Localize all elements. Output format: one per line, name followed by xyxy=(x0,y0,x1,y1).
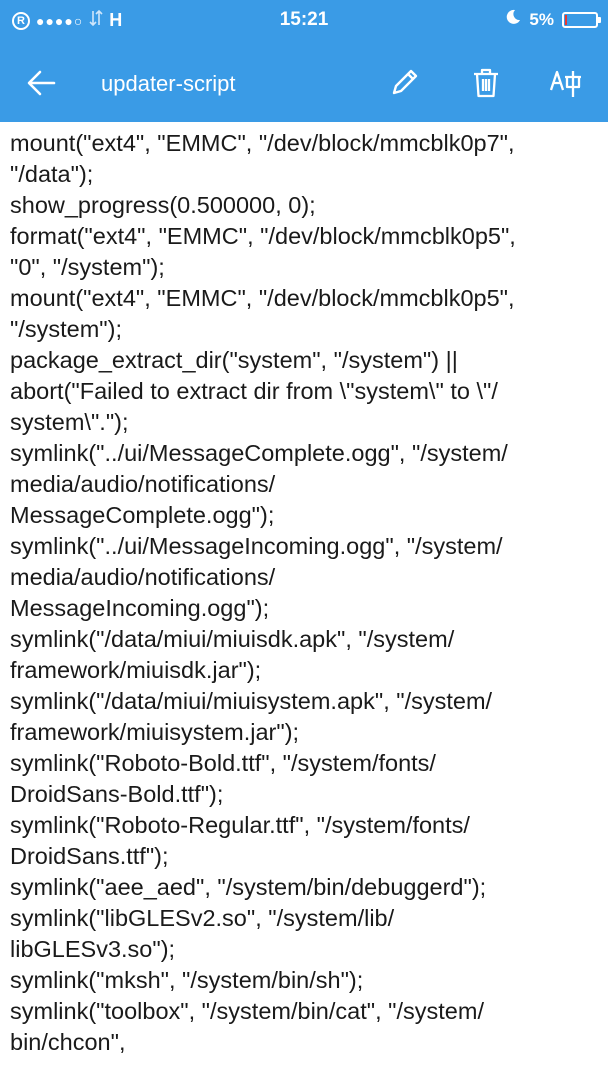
toolbar: updater-script xyxy=(0,44,608,122)
delete-button[interactable] xyxy=(464,61,508,105)
translate-button[interactable] xyxy=(544,61,588,105)
script-line: symlink("../ui/MessageComplete.ogg", "/s… xyxy=(10,440,508,466)
file-title: updater-script xyxy=(101,71,236,96)
battery-icon xyxy=(562,11,601,28)
script-line: symlink("toolbox", "/system/bin/cat", "/… xyxy=(10,998,484,1024)
script-line: symlink("../ui/MessageIncoming.ogg", "/s… xyxy=(10,533,503,559)
script-line: DroidSans.ttf"); xyxy=(10,843,169,869)
data-arrows-icon xyxy=(89,9,103,32)
clock: 15:21 xyxy=(279,9,329,30)
script-line: symlink("/data/miui/miuisdk.apk", "/syst… xyxy=(10,626,455,652)
script-line: show_progress(0.500000, 0); xyxy=(10,192,316,218)
script-line: mount("ext4", "EMMC", "/dev/block/mmcblk… xyxy=(10,285,515,311)
script-line: media/audio/notifications/ xyxy=(10,564,276,590)
script-line: DroidSans-Bold.ttf"); xyxy=(10,781,224,807)
script-line: media/audio/notifications/ xyxy=(10,471,276,497)
script-line: MessageComplete.ogg"); xyxy=(10,502,275,528)
moon-icon xyxy=(505,9,521,30)
script-line: system\"."); xyxy=(10,409,129,435)
script-content[interactable]: mount("ext4", "EMMC", "/dev/block/mmcblk… xyxy=(0,122,608,1080)
script-line: symlink("mksh", "/system/bin/sh"); xyxy=(10,967,364,993)
script-line: symlink("aee_aed", "/system/bin/debugger… xyxy=(10,874,487,900)
battery-percent: 5% xyxy=(529,9,554,29)
script-line: symlink("Roboto-Regular.ttf", "/system/f… xyxy=(10,812,470,838)
script-line: bin/chcon", xyxy=(10,1029,126,1055)
edit-button[interactable] xyxy=(382,61,426,105)
trash-icon xyxy=(474,68,498,98)
script-line: symlink("Roboto-Bold.ttf", "/system/font… xyxy=(10,750,436,776)
script-line: mount("ext4", "EMMC", "/dev/block/mmcblk… xyxy=(10,130,515,156)
arrow-left-icon xyxy=(27,70,56,96)
script-line: framework/miuisystem.jar"); xyxy=(10,719,300,745)
status-right: 5% xyxy=(505,9,601,30)
pencil-icon xyxy=(392,69,418,95)
status-left: R ●●●●○ H xyxy=(12,9,122,32)
registered-icon: R xyxy=(12,11,30,30)
translate-icon xyxy=(549,70,581,97)
script-line: abort("Failed to extract dir from \"syst… xyxy=(10,378,498,404)
network-type: H xyxy=(109,10,123,30)
script-line: "/data"); xyxy=(10,161,94,187)
script-line: package_extract_dir("system", "/system")… xyxy=(10,347,458,373)
script-line: symlink("libGLESv2.so", "/system/lib/ xyxy=(10,905,395,931)
script-line: MessageIncoming.ogg"); xyxy=(10,595,270,621)
script-line: "/system"); xyxy=(10,316,122,342)
script-line: framework/miuisdk.jar"); xyxy=(10,657,262,683)
script-line: symlink("/data/miui/miuisystem.apk", "/s… xyxy=(10,688,493,714)
script-line: libGLESv3.so"); xyxy=(10,936,176,962)
script-line: "0", "/system"); xyxy=(10,254,165,280)
back-button[interactable] xyxy=(20,61,64,105)
script-line: format("ext4", "EMMC", "/dev/block/mmcbl… xyxy=(10,223,516,249)
signal-icon: ●●●●○ xyxy=(36,12,84,29)
status-bar: R ●●●●○ H 15:21 5% xyxy=(0,0,608,44)
